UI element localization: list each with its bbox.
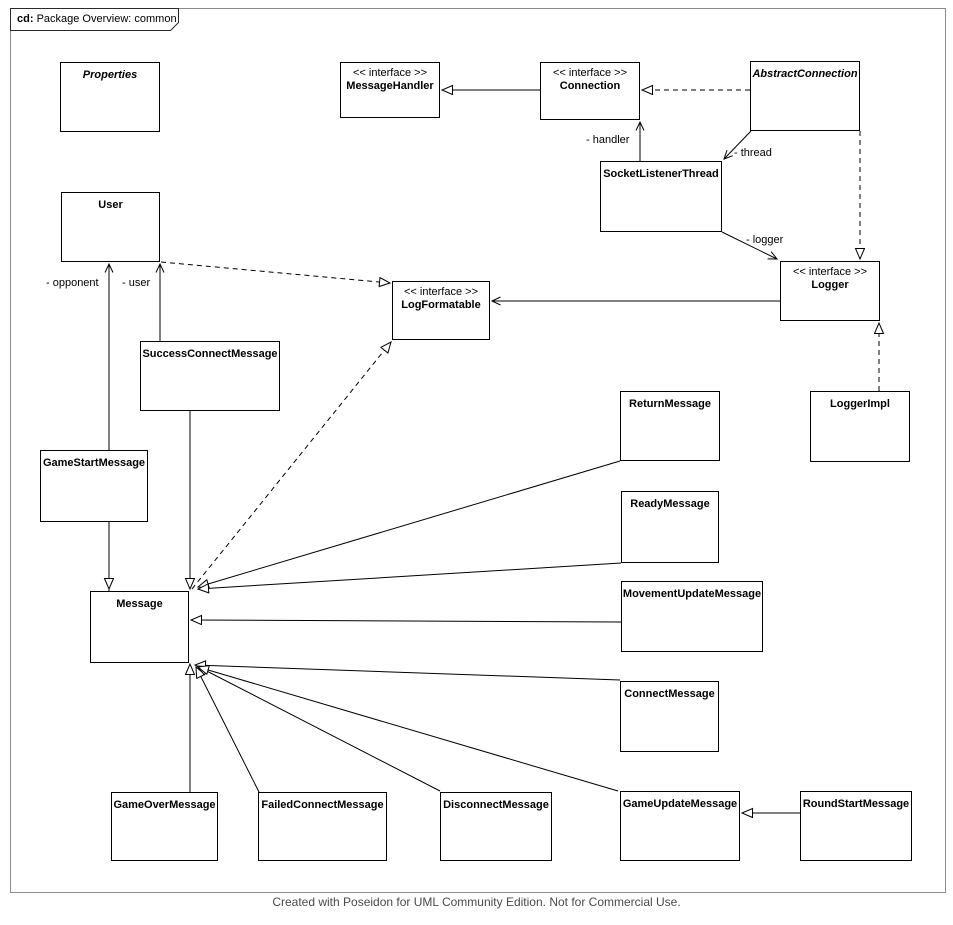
edge-user-logformatable	[160, 261, 390, 283]
class-box-readymessage[interactable]: ReadyMessage	[621, 491, 719, 563]
class-name: SuccessConnectMessage	[142, 348, 278, 360]
class-name: LogFormatable	[401, 299, 481, 311]
class-box-gameovermessage[interactable]: GameOverMessage	[111, 792, 218, 861]
class-name: ReadyMessage	[630, 498, 710, 510]
class-box-roundstartmessage[interactable]: RoundStartMessage	[800, 791, 912, 861]
class-box-failedconnectmessage[interactable]: FailedConnectMessage	[258, 792, 387, 861]
class-box-socketlistenerthread[interactable]: SocketListenerThread	[600, 161, 722, 232]
class-name: GameOverMessage	[113, 799, 216, 811]
edge-failedconnectmessage-message	[196, 667, 260, 793]
class-box-connection[interactable]: << interface >> Connection	[540, 62, 640, 120]
edge-movementupdatemessage-message	[191, 620, 622, 622]
class-name: GameStartMessage	[42, 457, 146, 469]
class-box-connectmessage[interactable]: ConnectMessage	[620, 681, 719, 752]
edge-slt-logger-logger	[721, 231, 779, 260]
class-name: MovementUpdateMessage	[622, 588, 762, 600]
class-name: Connection	[559, 80, 621, 92]
class-name: User	[98, 199, 123, 211]
class-name: FailedConnectMessage	[261, 799, 384, 811]
diagram-name: Package Overview: common	[36, 13, 177, 25]
class-stereotype: << interface >>	[353, 67, 427, 79]
class-stereotype: << interface >>	[793, 266, 867, 278]
edge-disconnectmessage-message	[197, 666, 441, 792]
edge-absconn-slt-thread	[723, 130, 752, 160]
class-box-messagehandler[interactable]: << interface >> MessageHandler	[340, 62, 440, 118]
class-name: RoundStartMessage	[802, 798, 910, 810]
edge-returnmessage-message	[198, 460, 621, 587]
class-name: Message	[116, 598, 163, 610]
class-name: AbstractConnection	[752, 68, 858, 80]
edge-message-logformatable	[191, 342, 391, 590]
class-name: LoggerImpl	[830, 398, 890, 410]
class-box-message[interactable]: Message	[90, 591, 189, 663]
class-box-user[interactable]: User	[61, 192, 160, 262]
class-box-properties[interactable]: Properties	[60, 62, 160, 132]
class-box-loggerimpl[interactable]: LoggerImpl	[810, 391, 910, 462]
class-stereotype: << interface >>	[404, 286, 478, 298]
class-box-successconnectmessage[interactable]: SuccessConnectMessage	[140, 341, 280, 411]
class-box-returnmessage[interactable]: ReturnMessage	[620, 391, 720, 461]
class-box-disconnectmessage[interactable]: DisconnectMessage	[440, 792, 552, 861]
poseidon-watermark: Created with Poseidon for UML Community …	[272, 895, 681, 909]
edge-gameupdatemessage-message	[198, 667, 619, 792]
class-box-logformatable[interactable]: << interface >> LogFormatable	[392, 281, 490, 340]
class-box-gamestartmessage[interactable]: GameStartMessage	[40, 450, 148, 522]
class-name: ConnectMessage	[624, 688, 715, 700]
edge-readymessage-message	[198, 562, 622, 589]
diagram-title: cd: Package Overview: common	[17, 13, 177, 25]
class-box-logger[interactable]: << interface >> Logger	[780, 261, 880, 321]
diagram-type-prefix: cd:	[17, 13, 34, 25]
class-name: SocketListenerThread	[603, 168, 719, 180]
class-name: ReturnMessage	[629, 398, 711, 410]
class-box-gameupdatemessage[interactable]: GameUpdateMessage	[620, 791, 740, 861]
diagram-title-tab	[10, 8, 179, 31]
class-name: DisconnectMessage	[443, 799, 549, 811]
class-name: Properties	[82, 69, 138, 81]
class-name: GameUpdateMessage	[622, 798, 738, 810]
class-box-movementupdatemessage[interactable]: MovementUpdateMessage	[621, 581, 763, 652]
class-stereotype: << interface >>	[553, 67, 627, 79]
class-box-abstractconnection[interactable]: AbstractConnection	[750, 61, 860, 131]
diagram-frame-border	[10, 8, 946, 893]
edge-connectmessage-message	[195, 665, 621, 681]
class-name: Logger	[811, 279, 849, 291]
class-name: MessageHandler	[346, 80, 434, 92]
